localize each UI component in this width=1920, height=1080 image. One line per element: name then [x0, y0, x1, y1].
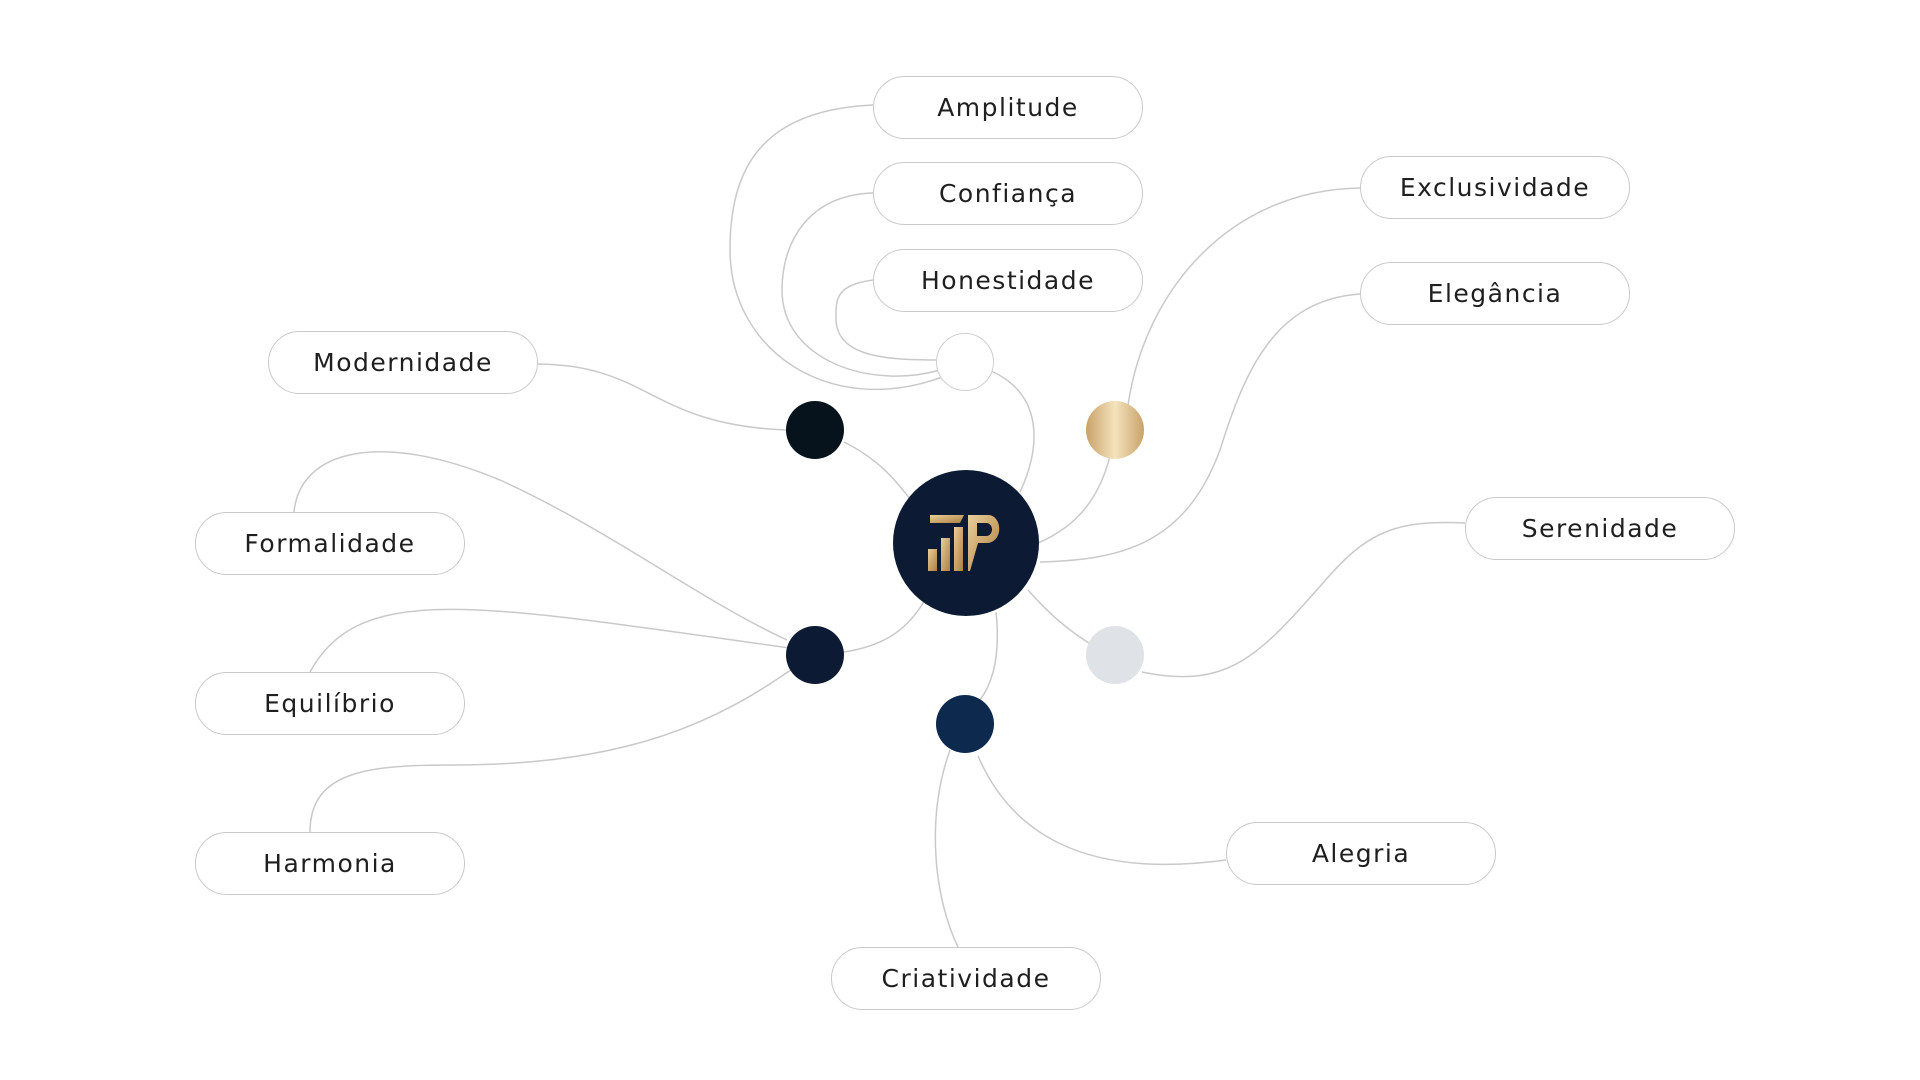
link-navy-hub [843, 599, 926, 653]
link-harmonia [309, 666, 796, 833]
central-logo-node [893, 470, 1039, 616]
link-formalidade [293, 451, 788, 641]
link-modernidade [537, 363, 788, 431]
link-confianca [781, 192, 941, 377]
label-honestidade: Honestidade [873, 249, 1143, 312]
label-equilibrio: Equilíbrio [195, 672, 465, 735]
tp-monogram-icon [928, 515, 1000, 571]
label-criatividade: Criatividade [831, 947, 1101, 1010]
link-black-hub [843, 441, 916, 506]
node-gold-dot [1086, 401, 1144, 459]
node-blue-dot [936, 695, 994, 753]
label-formalidade: Formalidade [195, 512, 465, 575]
label-confianca: Confiança [873, 162, 1143, 225]
node-white-dot [936, 333, 994, 391]
label-amplitude: Amplitude [873, 76, 1143, 139]
link-equilibrio [309, 608, 791, 673]
link-gold-hub [1037, 455, 1111, 544]
link-amplitude [729, 104, 946, 391]
link-exclusividade [1127, 187, 1361, 406]
link-silver-hub [1027, 589, 1093, 646]
node-navy-dot [786, 626, 844, 684]
link-honestidade [835, 279, 937, 361]
label-alegria: Alegria [1226, 822, 1496, 885]
label-harmonia: Harmonia [195, 832, 465, 895]
label-serenidade: Serenidade [1465, 497, 1735, 560]
link-alegria [977, 755, 1227, 866]
node-silver-dot [1086, 626, 1144, 684]
label-elegancia: Elegância [1360, 262, 1630, 325]
label-exclusividade: Exclusividade [1360, 156, 1630, 219]
link-white-hub [990, 370, 1035, 493]
node-black-dot [786, 401, 844, 459]
link-elegancia [1039, 293, 1361, 563]
label-modernidade: Modernidade [268, 331, 538, 394]
link-blue-hub [979, 611, 999, 701]
link-criatividade [934, 749, 959, 948]
link-serenidade [1141, 521, 1466, 678]
